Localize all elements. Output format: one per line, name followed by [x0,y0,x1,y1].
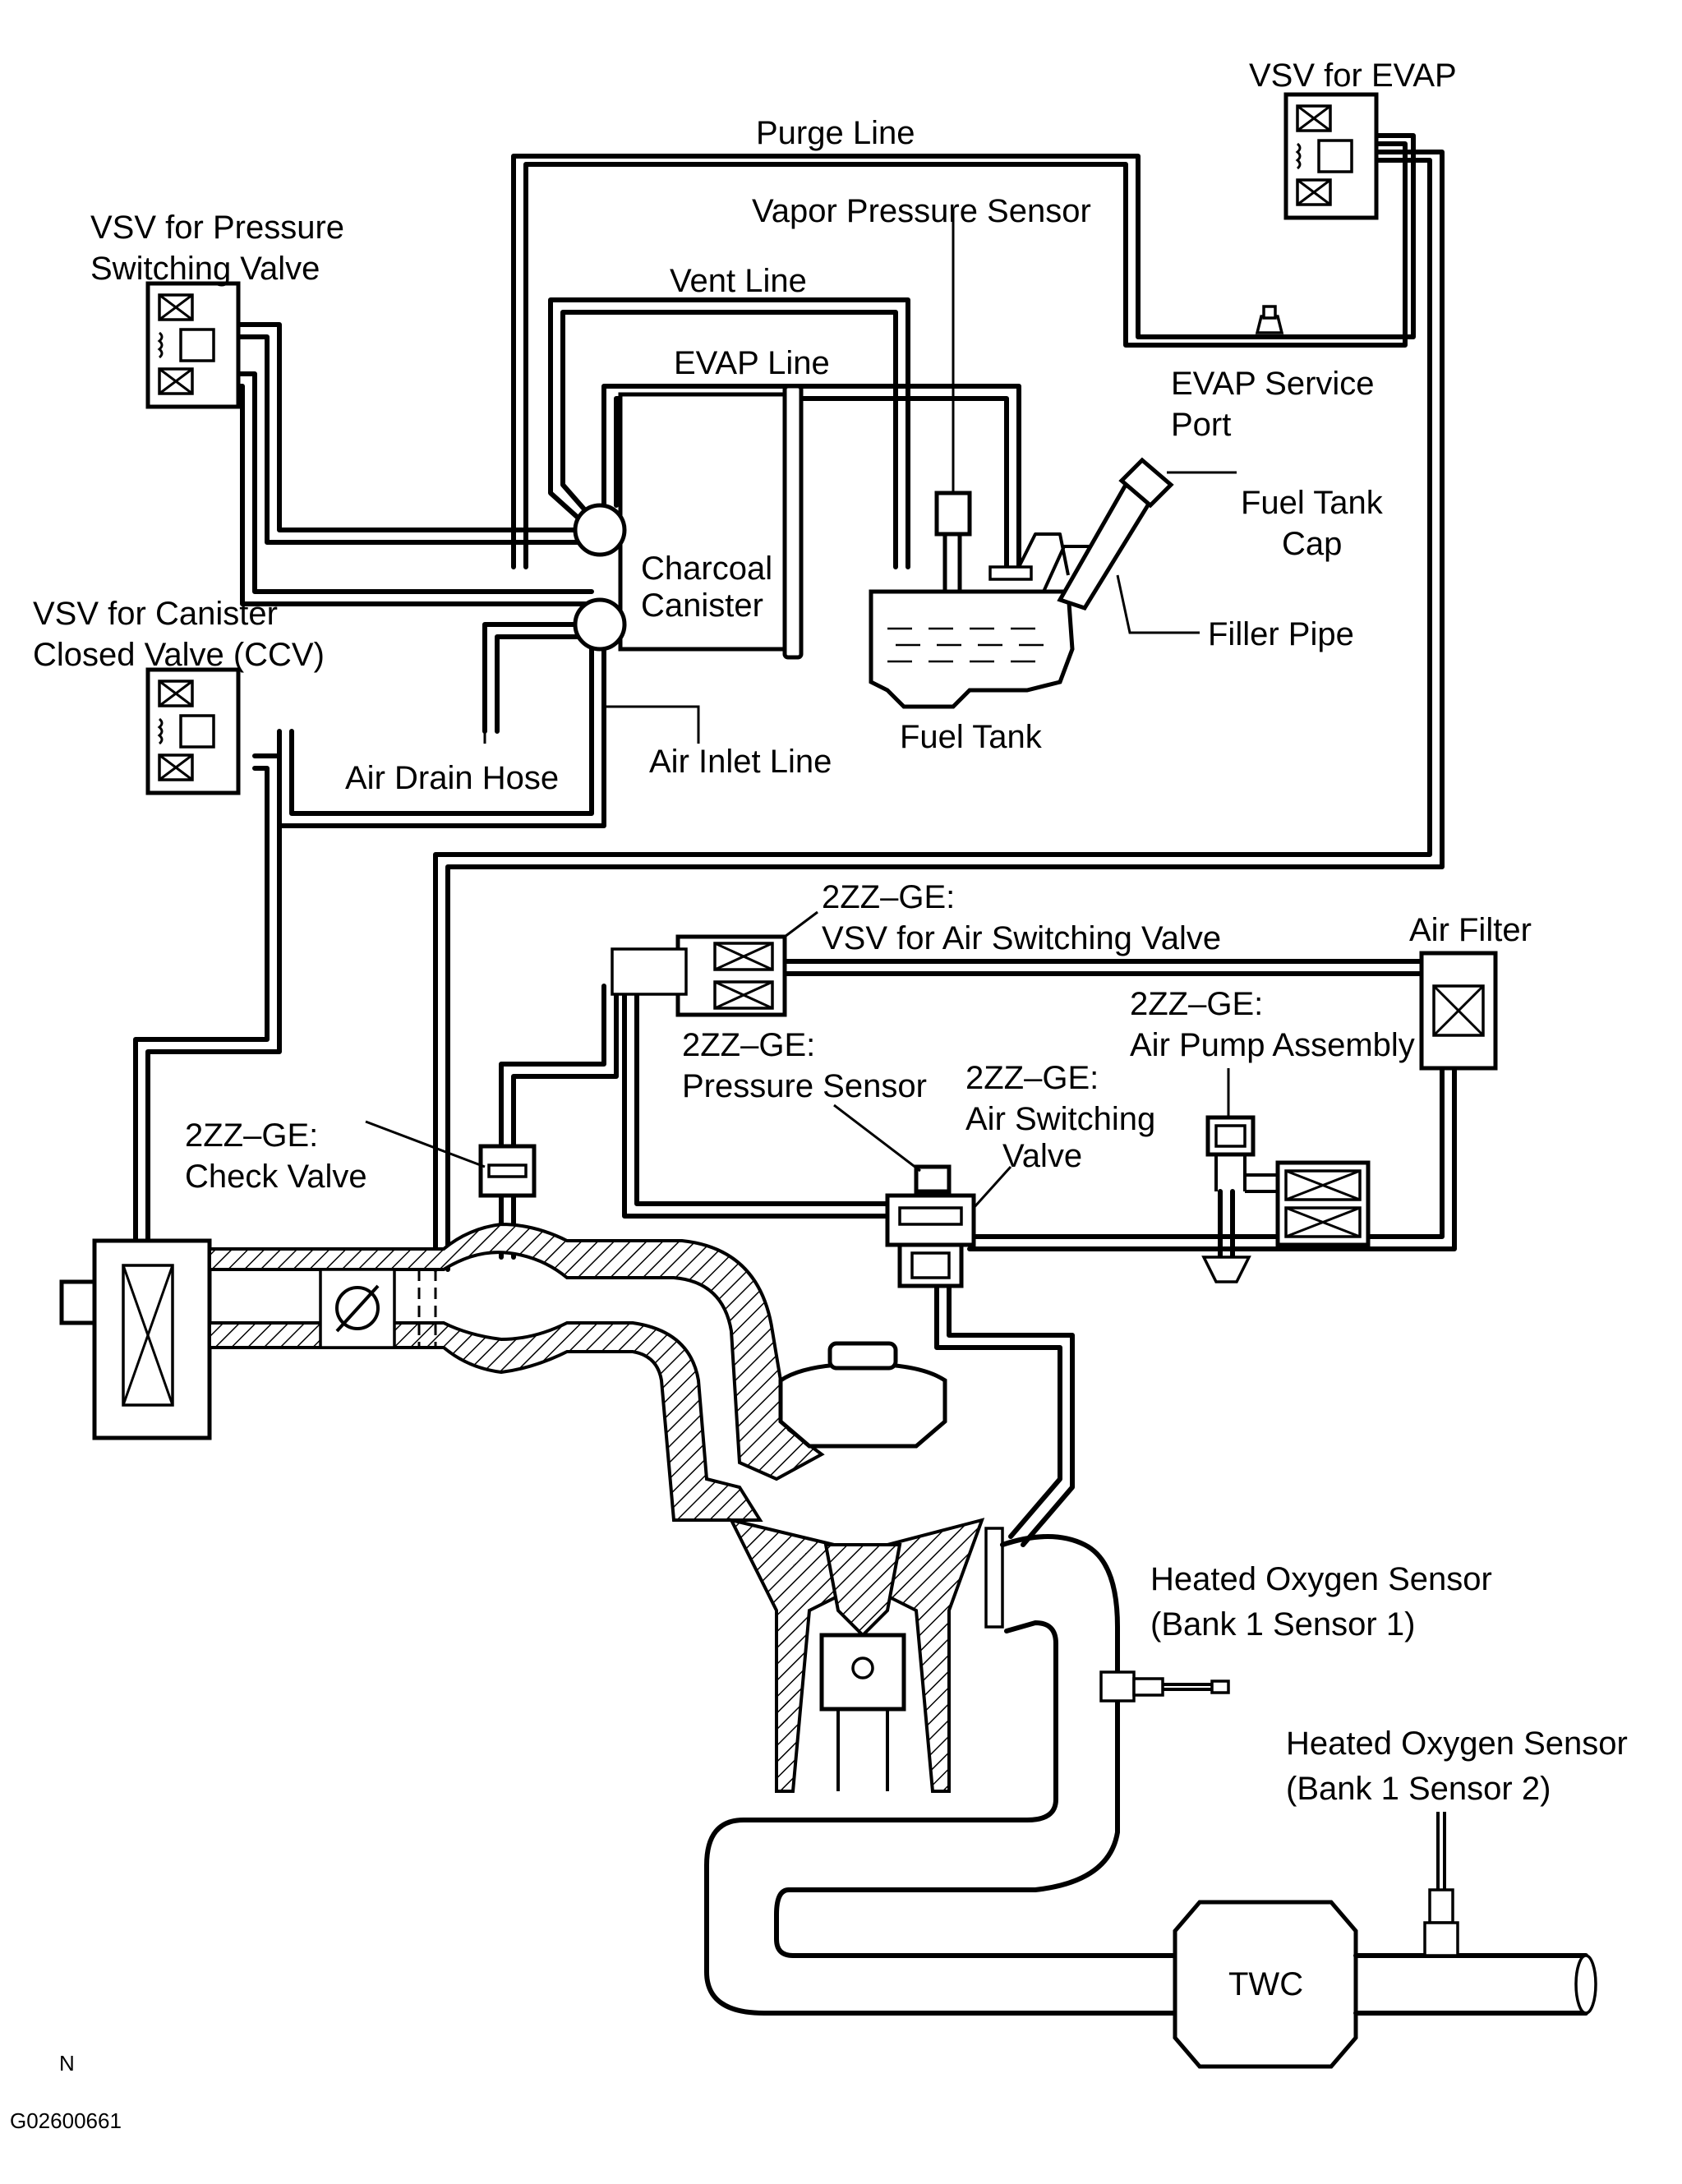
air-pump-assembly [1201,1068,1371,1283]
air-drain-hose-pipe [482,622,582,734]
label-charcoal-1: Charcoal [641,551,772,587]
label-evap-service-1: EVAP Service [1171,366,1375,402]
check-valve [365,1120,537,1198]
label-vsv-ccv-1: VSV for Canister [33,596,278,632]
label-vsv-pressure-1: VSV for Pressure [90,210,344,246]
air-system-lines [499,959,1457,1547]
label-air-sw-valve-2: Air Switching [965,1101,1155,1137]
label-air-drain-hose: Air Drain Hose [345,760,559,796]
label-check-valve-1: 2ZZ–GE: [185,1117,318,1154]
labels: VSV for EVAP Purge Line Vapor Pressure S… [10,58,1628,2133]
vapor-pressure-sensor [934,210,972,590]
vsv-evap-line-pipe [433,150,1445,1272]
fuel-tank-cap [1118,457,1237,509]
label-vsv-evap: VSV for EVAP [1249,58,1457,94]
label-charcoal-2: Canister [641,587,763,624]
label-air-pump-2: Air Pump Assembly [1130,1027,1415,1063]
label-air-sw-valve-1: 2ZZ–GE: [965,1060,1099,1096]
label-twc: TWC [1228,1966,1303,2002]
label-air-filter: Air Filter [1409,912,1532,948]
engine-cylinder [728,1341,1004,1793]
label-vsv-air-sw-1: 2ZZ–GE: [822,879,955,915]
evap-service-port [1255,305,1284,334]
vsv-pressure-switching [148,283,238,407]
label-air-sw-valve-3: Valve [1002,1138,1082,1174]
label-vsv-air-sw-2: VSV for Air Switching Valve [822,920,1221,956]
label-vsv-ccv-2: Closed Valve (CCV) [33,637,325,673]
ho2s-bank1-sensor1 [1099,1670,1230,1703]
label-vsv-pressure-2: Switching Valve [90,251,320,287]
label-ho2s-1-a: Heated Oxygen Sensor [1150,1561,1492,1597]
label-fuel-tank-cap-2: Cap [1282,526,1342,562]
air-filter [1419,951,1498,1071]
label-vent-line: Vent Line [670,263,807,299]
label-pressure-sensor-1: 2ZZ–GE: [682,1027,815,1063]
pressure-switching-vsv-lines [236,322,594,606]
purge-line-pipe [511,133,1416,569]
label-filler-pipe: Filler Pipe [1208,616,1354,652]
vsv-air-switching-valve [611,910,818,1017]
label-fuel-tank: Fuel Tank [900,719,1043,755]
label-evap-service-2: Port [1171,407,1231,443]
evap-line-pipe [601,384,1021,569]
label-vapor-pressure-sensor: Vapor Pressure Sensor [752,193,1091,229]
label-ho2s-2-b: (Bank 1 Sensor 2) [1286,1771,1551,1807]
vsv-ccv [148,670,238,793]
exhaust-pipe [704,1534,1177,2016]
throttle-valve [319,1268,396,1349]
label-ho2s-1-b: (Bank 1 Sensor 1) [1150,1606,1415,1643]
air-cleaner [59,1238,212,1440]
label-figure-code: G02600661 [10,2108,122,2133]
ccv-to-throttle-pipe [133,753,282,1243]
label-ho2s-2-a: Heated Oxygen Sensor [1286,1726,1628,1762]
label-evap-line: EVAP Line [674,345,830,381]
air-switching-valve [885,1165,1012,1288]
twc-converter [1173,1900,1358,2069]
charcoal-canister [573,384,804,660]
label-corner-n: N [59,2051,75,2076]
air-inlet-line-pipe [277,647,606,828]
leader-lines [483,705,700,744]
label-pressure-sensor-2: Pressure Sensor [682,1068,927,1104]
vsv-evap [1286,94,1376,218]
pressure-sensor [833,1104,952,1194]
fuel-tank [869,565,1075,709]
label-purge-line: Purge Line [756,115,915,151]
tailpipe [1353,1953,1597,2016]
label-air-inlet-line: Air Inlet Line [649,744,832,780]
ho2s-bank1-sensor2 [1423,1812,1459,1957]
label-air-pump-1: 2ZZ–GE: [1130,986,1263,1022]
intake-pipe [208,1222,825,1522]
label-fuel-tank-cap-1: Fuel Tank [1241,485,1384,521]
label-check-valve-2: Check Valve [185,1159,367,1195]
